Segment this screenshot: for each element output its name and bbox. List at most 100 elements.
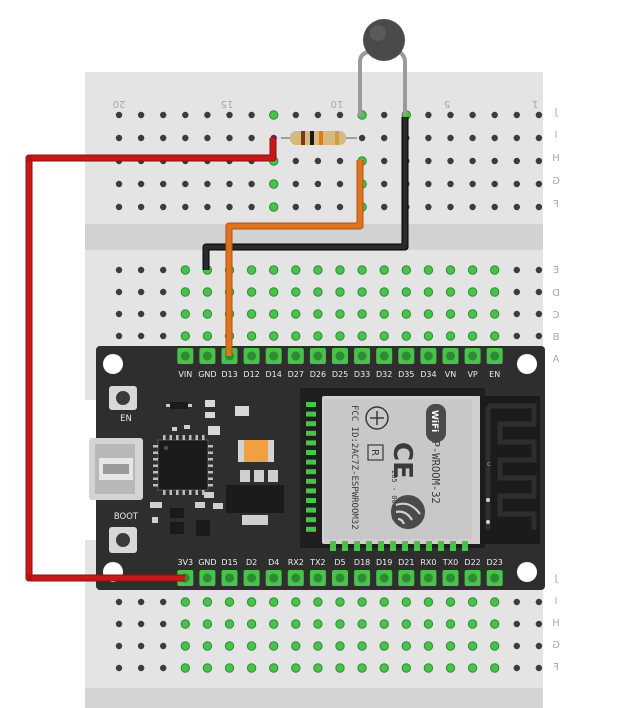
breadboard-hole <box>160 266 167 274</box>
breadboard-hole <box>115 664 123 672</box>
breadboard-hole <box>535 598 543 606</box>
breadboard-hole <box>202 597 213 607</box>
module-pin <box>306 402 316 407</box>
module-pin <box>450 541 456 551</box>
module-pin <box>306 526 316 532</box>
pin-label: D2 <box>246 558 257 567</box>
header-pin-hole <box>247 573 257 583</box>
breadboard-hole <box>180 663 191 673</box>
chip-pin <box>163 435 166 440</box>
breadboard-hole <box>336 157 344 165</box>
breadboard-hole <box>379 597 389 607</box>
module-pin <box>330 541 336 551</box>
breadboard-hole <box>202 619 213 629</box>
breadboard-hole <box>335 641 345 651</box>
module-pin <box>306 411 316 417</box>
pin-label: 3V3 <box>177 558 193 567</box>
breadboard-hole <box>535 134 543 142</box>
breadboard-hole <box>335 287 345 297</box>
breadboard-hole <box>137 598 145 606</box>
module-pin <box>306 488 316 494</box>
breadboard-hole <box>513 642 520 650</box>
row-letter: G <box>552 176 560 187</box>
pin-label: GND <box>198 558 216 567</box>
breadboard-hole <box>447 203 454 211</box>
breadboard-hole <box>246 331 257 341</box>
chip-pin <box>169 490 172 495</box>
breadboard-hole <box>115 310 123 318</box>
breadboard-hole <box>291 331 301 341</box>
breadboard-hole <box>423 641 434 651</box>
thermistor[interactable] <box>358 19 407 116</box>
mount-hole <box>517 354 537 374</box>
module-pin <box>306 507 316 513</box>
header-pin-hole <box>269 573 279 583</box>
module-pin <box>306 421 316 427</box>
header-pin-hole <box>468 573 478 583</box>
breadboard-hole <box>314 157 322 165</box>
breadboard-hole <box>513 266 520 274</box>
breadboard-hole <box>401 641 411 651</box>
header-pin-hole <box>225 573 234 583</box>
resistor[interactable] <box>281 131 357 145</box>
breadboard-hole <box>160 111 167 119</box>
row-letter: H <box>552 153 560 164</box>
espressif-logo-icon <box>391 495 425 529</box>
module-pin <box>378 541 384 551</box>
row-letter: C <box>552 310 559 321</box>
breadboard-hole <box>335 309 345 319</box>
breadboard-hole <box>224 597 235 607</box>
breadboard-hole <box>115 134 123 142</box>
breadboard-hole <box>269 331 279 341</box>
pin-label: D13 <box>221 370 237 379</box>
breadboard-hole <box>246 265 257 275</box>
breadboard-hole <box>137 310 145 318</box>
breadboard-hole <box>425 180 432 188</box>
pin-label: TX0 <box>442 558 458 567</box>
breadboard-hole <box>467 265 478 275</box>
en-button[interactable] <box>109 386 137 410</box>
chip-pin <box>208 484 213 487</box>
breadboard-hole <box>137 134 145 142</box>
breadboard-hole <box>182 203 189 211</box>
breadboard-hole <box>160 180 167 188</box>
antenna-trace <box>485 403 537 530</box>
header-pin-hole <box>247 351 257 361</box>
boot-button[interactable] <box>109 527 137 553</box>
breadboard-hole <box>469 111 476 119</box>
breadboard-hole <box>204 180 211 188</box>
breadboard-hole <box>513 111 520 119</box>
pin-label: D23 <box>487 558 503 567</box>
breadboard-hole <box>513 203 520 211</box>
breadboard-hole <box>180 331 191 341</box>
chip-pin <box>182 435 185 440</box>
breadboard-hole <box>226 203 233 211</box>
breadboard-hole <box>137 332 145 340</box>
column-number: 1 <box>532 98 538 109</box>
chip-pin <box>169 435 172 440</box>
pin-label: D27 <box>288 370 304 379</box>
column-number: 5 <box>444 98 450 109</box>
breadboard-hole <box>467 641 478 651</box>
chip-pin <box>153 445 158 448</box>
module-pin <box>306 469 316 475</box>
breadboard-hole <box>535 266 543 274</box>
breadboard-hole <box>137 664 145 672</box>
chip-pin <box>153 477 158 480</box>
breadboard-hole <box>445 265 456 275</box>
breadboard-hole <box>115 266 123 274</box>
breadboard-hole <box>204 134 211 142</box>
chip-pin <box>208 445 213 448</box>
wire-endpoint <box>25 154 33 162</box>
breadboard-hole <box>115 180 123 188</box>
header-pin-hole <box>401 351 411 361</box>
pin-label: D21 <box>398 558 414 567</box>
mount-hole <box>103 354 123 374</box>
row-letter: I <box>555 130 558 141</box>
breadboard-hole <box>491 203 498 211</box>
pin-label: D32 <box>376 370 392 379</box>
breadboard-hole <box>469 203 476 211</box>
fcc-id-text: FCC ID:2AC7Z-ESPWROOM32 <box>349 405 359 530</box>
breadboard-hole <box>115 598 123 606</box>
